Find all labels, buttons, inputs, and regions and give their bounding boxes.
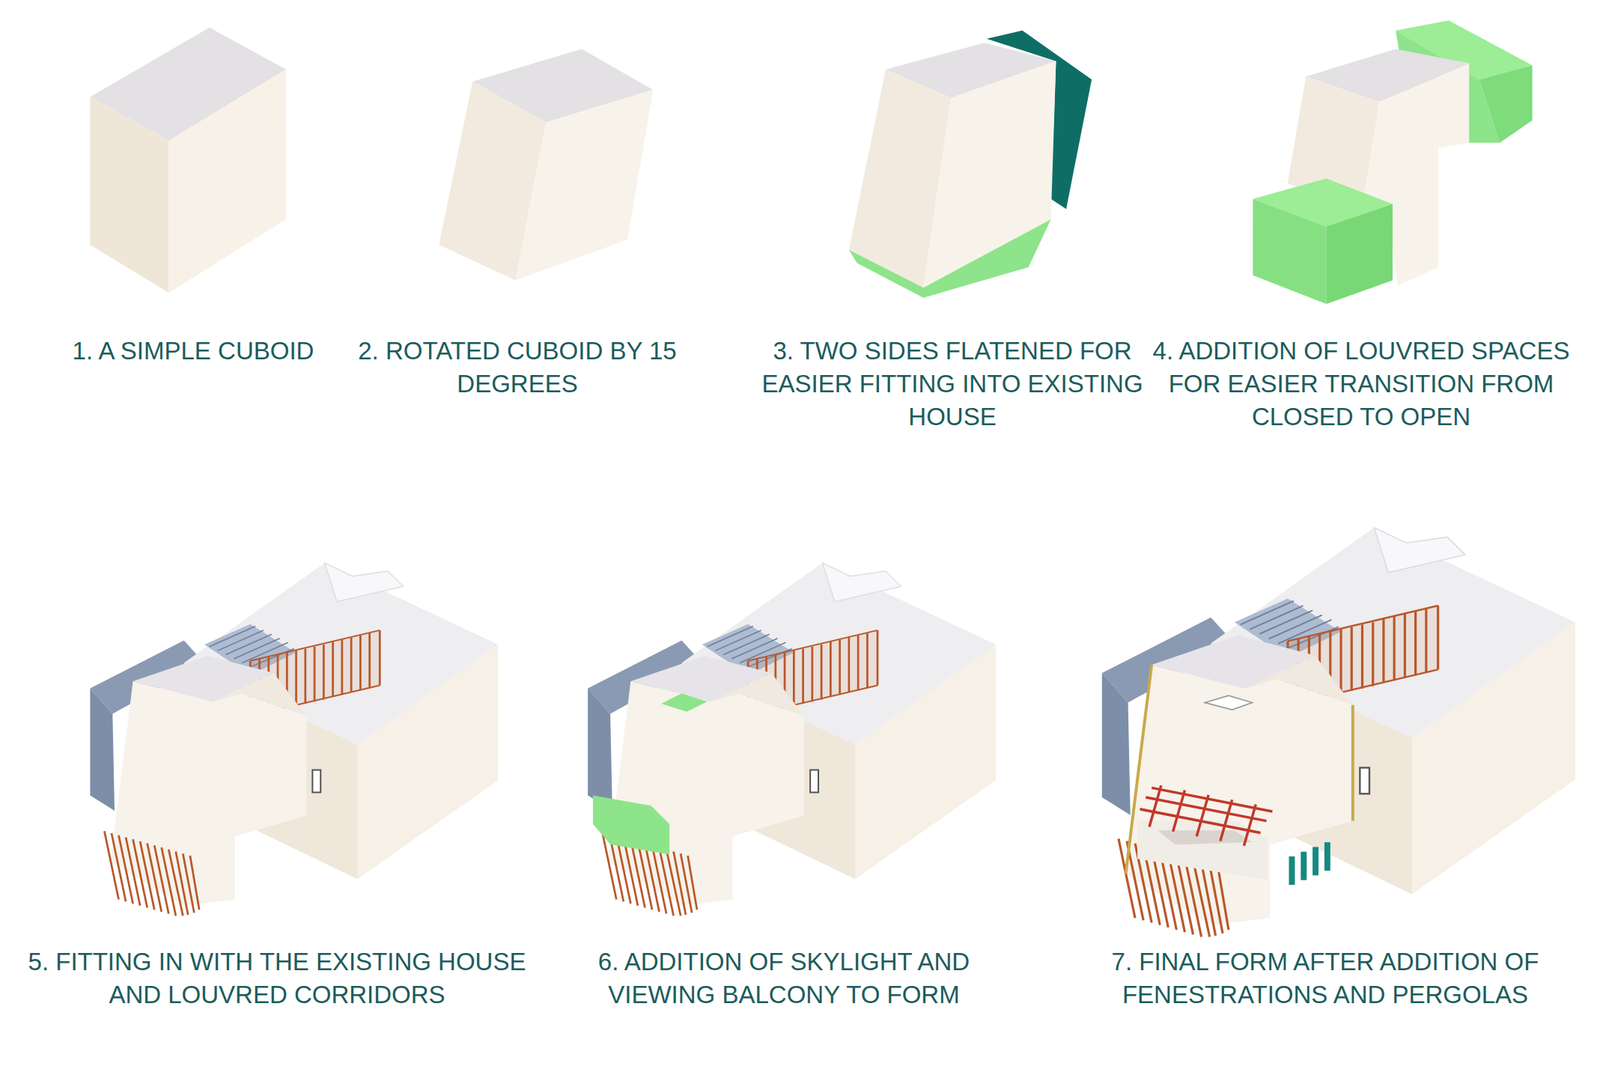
step-caption: 5. FITTING IN WITH THE EXISTING HOUSE AN…: [7, 945, 547, 1012]
step-caption: 2. ROTATED CUBOID BY 15 DEGREES: [337, 334, 698, 401]
step-caption: 1. A SIMPLE CUBOID: [5, 334, 381, 368]
step-caption: 6. ADDITION OF SKYLIGHT AND VIEWING BALC…: [544, 945, 1024, 1012]
step-caption: 4. ADDITION OF LOUVRED SPACES FOR EASIER…: [1129, 334, 1594, 434]
step-caption: 7. FINAL FORM AFTER ADDITION OF FENESTRA…: [1059, 945, 1592, 1012]
step-caption: 3. TWO SIDES FLATENED FOR EASIER FITTING…: [746, 334, 1159, 434]
